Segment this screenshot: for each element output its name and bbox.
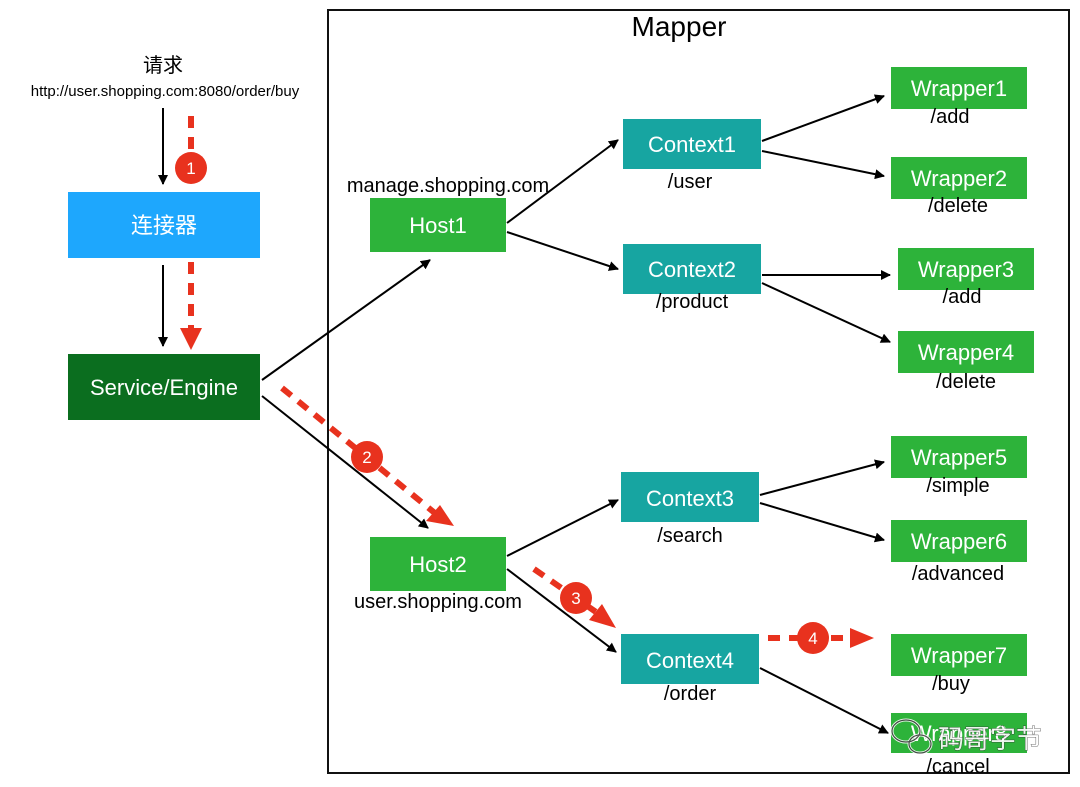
step-number-1: 1 (186, 159, 195, 178)
edge-context1-wrapper1 (761, 94, 885, 142)
wrapper3-box (898, 248, 1034, 290)
edge-host2-context4 (506, 568, 617, 653)
wrapper4-label: Wrapper4 (918, 340, 1014, 365)
edge-context3-wrapper5 (759, 459, 885, 496)
context1-path: /user (668, 171, 713, 193)
edge-engine-host1 (261, 259, 431, 381)
host2-domain: user.shopping.com (354, 591, 522, 613)
edge-context2-wrapper4 (761, 282, 891, 343)
host1-box (370, 198, 506, 252)
wrapper3-path: /add (943, 286, 982, 308)
edge-host2-context3 (506, 499, 619, 557)
step-number-4: 4 (808, 629, 817, 648)
wrapper1-path: /add (931, 106, 970, 128)
step-badge-3 (560, 582, 592, 614)
edge-context3-wrapper6 (759, 502, 885, 543)
host1-label: Host1 (409, 213, 466, 238)
edge-host1-context2 (506, 231, 619, 271)
connector-box (68, 192, 260, 258)
wrapper8-label: Wrapper8 (911, 721, 1007, 746)
host2-box (370, 537, 506, 591)
context1-box (623, 119, 761, 169)
wrapper2-path: /delete (928, 195, 988, 217)
request-path-arrowhead-4 (589, 604, 616, 628)
wrapper1-label: Wrapper1 (911, 76, 1007, 101)
edge-host1-context1 (506, 139, 619, 224)
context4-label: Context4 (646, 648, 734, 673)
wrapper2-box (891, 157, 1027, 199)
request-label: 请求 (143, 54, 183, 77)
context1-label: Context1 (648, 132, 736, 157)
context2-label: Context2 (648, 257, 736, 282)
wrapper6-box (891, 520, 1027, 562)
step-badge-1 (175, 152, 207, 184)
wrapper5-box (891, 436, 1027, 478)
context2-path: /product (656, 291, 729, 313)
request-path-arrowhead-2 (180, 328, 202, 350)
wrapper5-label: Wrapper5 (911, 445, 1007, 470)
wrapper1-box (891, 67, 1027, 109)
context2-box (623, 244, 761, 294)
step-number-3: 3 (571, 589, 580, 608)
wrapper2-label: Wrapper2 (911, 166, 1007, 191)
step-number-2: 2 (362, 448, 371, 467)
connector-label: 连接器 (131, 213, 197, 238)
engine-label: Service/Engine (90, 375, 238, 400)
mapper-frame (327, 9, 1070, 774)
watermark-text: 码哥字节 (938, 724, 1042, 754)
context3-box (621, 472, 759, 522)
mapper-title: Mapper (632, 11, 727, 42)
wrapper8-path: /cancel (926, 756, 989, 778)
wrapper5-path: /simple (926, 475, 989, 497)
context3-path: /search (657, 525, 723, 547)
edge-context4-wrapper8 (759, 667, 889, 734)
step-badge-2 (351, 441, 383, 473)
context3-label: Context3 (646, 486, 734, 511)
wrapper7-label: Wrapper7 (911, 643, 1007, 668)
request-url: http://user.shopping.com:8080/order/buy (31, 83, 300, 100)
host1-domain: manage.shopping.com (347, 175, 549, 197)
edge-engine-host2 (261, 395, 429, 529)
wrapper7-box (891, 634, 1027, 676)
host2-label: Host2 (409, 552, 466, 577)
request-path-arrowhead-3 (426, 505, 454, 526)
wrapper8-box (891, 713, 1027, 753)
wrapper6-label: Wrapper6 (911, 529, 1007, 554)
wechat-icon (890, 718, 933, 755)
wrapper3-label: Wrapper3 (918, 257, 1014, 282)
request-path-arrowhead-5 (850, 628, 874, 648)
context4-path: /order (664, 683, 717, 705)
engine-box (68, 354, 260, 420)
edge-context1-wrapper2 (761, 150, 885, 180)
wrapper6-path: /advanced (912, 563, 1004, 585)
step-badge-4 (797, 622, 829, 654)
wrapper7-path: /buy (932, 673, 970, 695)
context4-box (621, 634, 759, 684)
wrapper4-path: /delete (936, 371, 996, 393)
wrapper4-box (898, 331, 1034, 373)
